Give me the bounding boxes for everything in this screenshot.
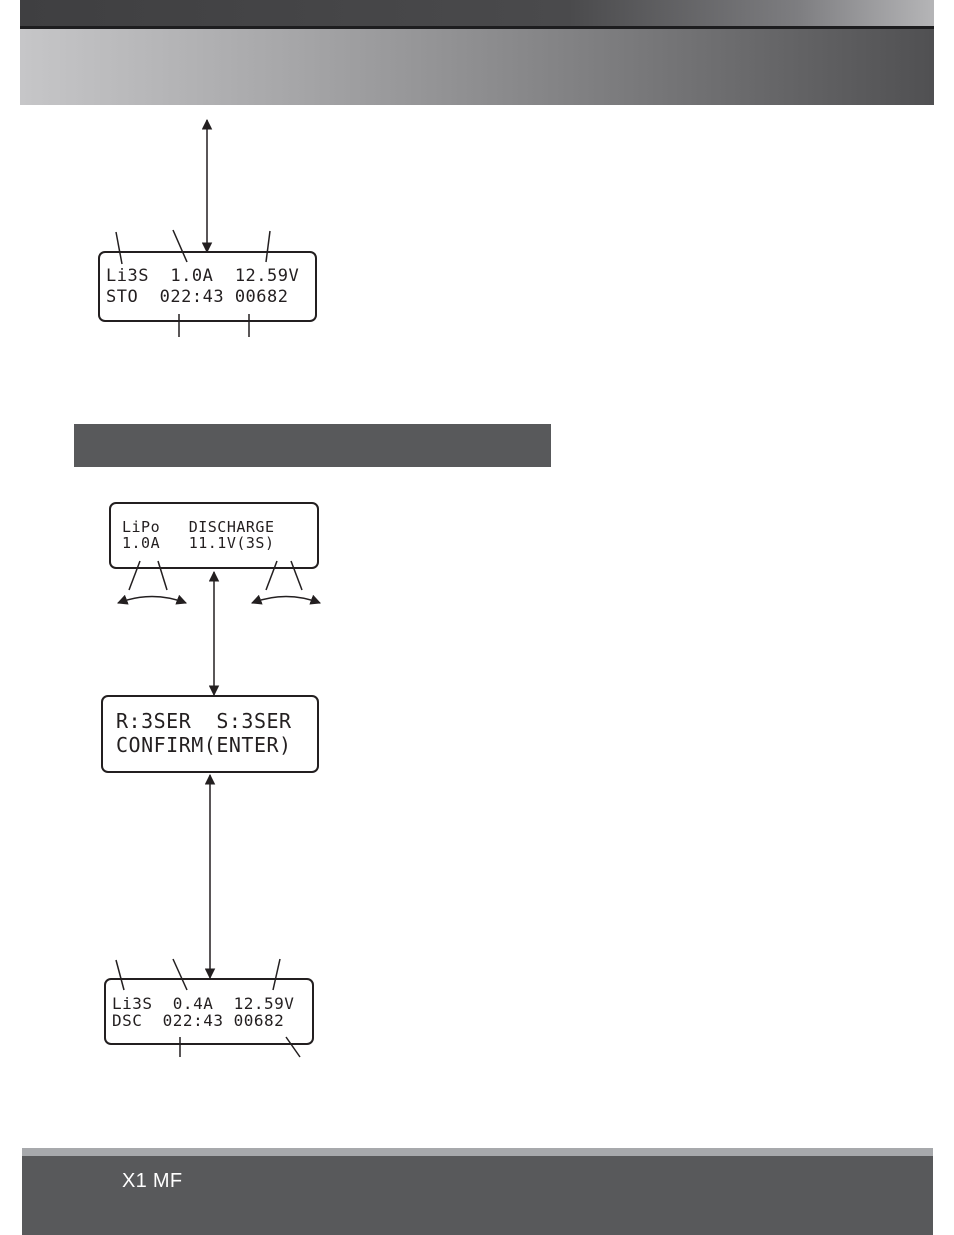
curved-arrow-left [117, 594, 187, 605]
callout-line [290, 560, 303, 591]
lcd-discharge-setup: LiPo DISCHARGE 1.0A 11.1V(3S) [109, 502, 319, 569]
callout-line [285, 1036, 301, 1058]
header-top-bar [20, 0, 934, 26]
lcd-discharge-status: Li3S 0.4A 12.59V DSC 022:43 00682 [104, 978, 314, 1045]
header-gradient-band [20, 29, 934, 105]
callout-line [265, 560, 278, 591]
lcd-discharge-line-2: DSC 022:43 00682 [112, 1011, 285, 1030]
lcd-confirm-line-2: CONFIRM(ENTER) [116, 733, 292, 757]
footer-top-bar [22, 1148, 933, 1156]
footer-product-name: X1 MF [122, 1170, 183, 1192]
footer-band [22, 1156, 933, 1235]
callout-line [272, 958, 281, 991]
callout-line [172, 958, 188, 991]
lcd-setup-line-2: 1.0A 11.1V(3S) [122, 534, 275, 552]
lcd-storage-line-1: Li3S 1.0A 12.59V [106, 266, 300, 286]
callout-line [157, 560, 168, 591]
callout-line [172, 229, 188, 263]
lcd-storage-line-2: STO 022:43 00682 [106, 287, 289, 307]
callout-line [128, 560, 141, 591]
header-divider [20, 26, 934, 29]
curved-arrow-right [251, 594, 321, 605]
callout-line [265, 230, 271, 263]
callout-line [115, 231, 123, 265]
section-heading-bar [74, 424, 551, 467]
lcd-discharge-line-1: Li3S 0.4A 12.59V [112, 994, 295, 1013]
callout-line [115, 959, 125, 991]
lcd-setup-line-1: LiPo DISCHARGE [122, 518, 275, 536]
lcd-confirm-line-1: R:3SER S:3SER [116, 709, 292, 733]
